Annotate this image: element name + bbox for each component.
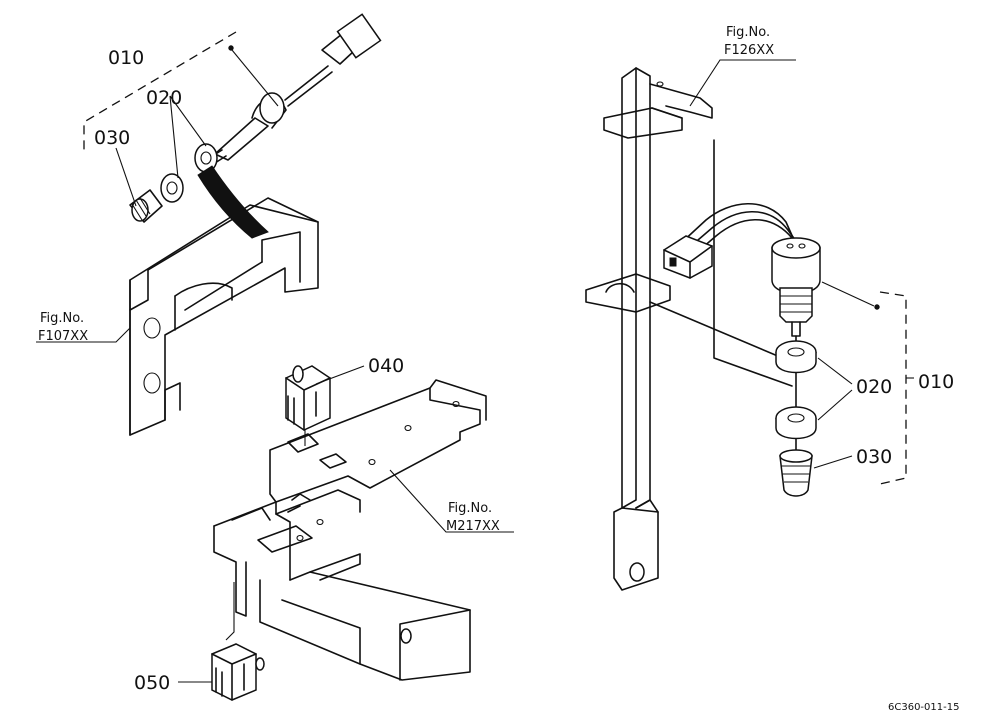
left-temperature-switch <box>199 13 382 171</box>
center-frame <box>213 379 487 681</box>
callout-020-left: 020 <box>146 87 182 109</box>
left-group-bracket-010 <box>83 31 279 207</box>
callout-040: 040 <box>368 355 404 377</box>
left-bracket <box>129 197 319 436</box>
callout-050: 050 <box>134 672 170 694</box>
ref-f126-label: Fig.No. <box>726 25 770 40</box>
ref-f126-number: F126XX <box>724 43 774 58</box>
center-switch-050 <box>178 582 265 701</box>
right-washers-and-nut <box>775 340 817 497</box>
right-temperature-switch <box>663 203 821 461</box>
ref-m217-number: M217XX <box>446 519 500 534</box>
callout-010-right: 010 <box>918 371 954 393</box>
callout-010-left: 010 <box>108 47 144 69</box>
ref-f126-leader <box>689 59 796 107</box>
ref-f107-number: F107XX <box>38 329 88 344</box>
callout-020-right: 020 <box>856 376 892 398</box>
left-washers-and-nut <box>129 143 269 239</box>
callout-030-left: 030 <box>94 127 130 149</box>
callout-030-right: 030 <box>856 446 892 468</box>
right-group-bracket-010 <box>813 281 914 485</box>
ref-f107-label: Fig.No. <box>40 311 84 326</box>
ref-m217-label: Fig.No. <box>448 501 492 516</box>
center-switch-040 <box>285 365 365 446</box>
drawing-code: 6C360-011-15 <box>888 702 959 713</box>
ref-f107-leader <box>36 327 131 343</box>
right-rod <box>585 67 793 591</box>
ref-m217-leader <box>389 469 514 533</box>
